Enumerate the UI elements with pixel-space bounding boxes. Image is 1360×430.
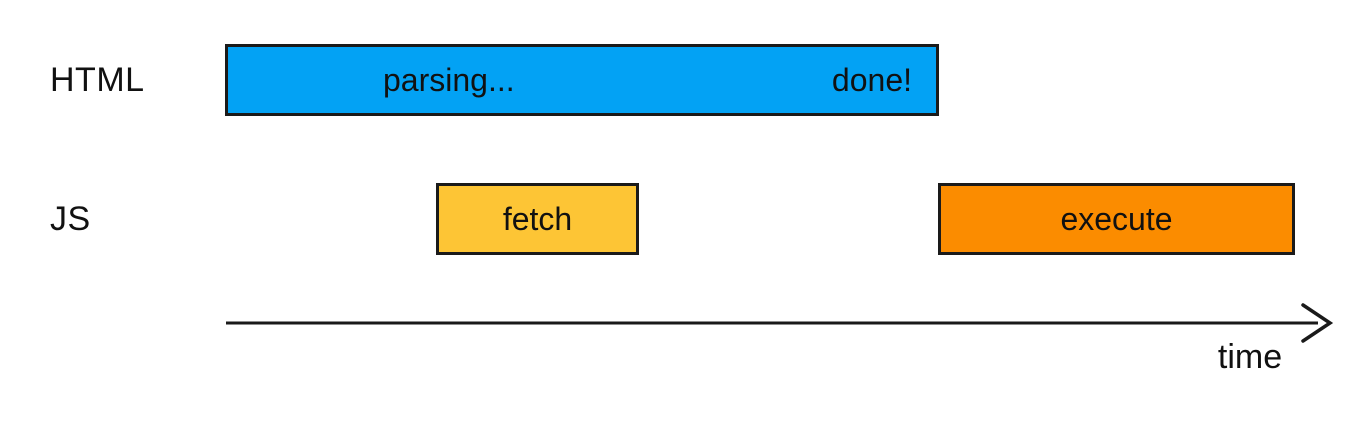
- js-execute-bar: execute: [938, 183, 1295, 255]
- row-label-js: JS: [50, 199, 91, 238]
- time-axis-label: time: [1217, 338, 1283, 376]
- fetch-label: fetch: [502, 200, 573, 237]
- parsing-done-label: done!: [831, 61, 912, 98]
- html-parsing-bar: parsing... done!: [225, 44, 939, 116]
- execute-label: execute: [1060, 200, 1173, 237]
- arrowhead-icon: [1301, 303, 1334, 343]
- parsing-label: parsing...: [383, 61, 515, 98]
- js-fetch-bar: fetch: [436, 183, 639, 255]
- row-label-html: HTML: [50, 60, 145, 99]
